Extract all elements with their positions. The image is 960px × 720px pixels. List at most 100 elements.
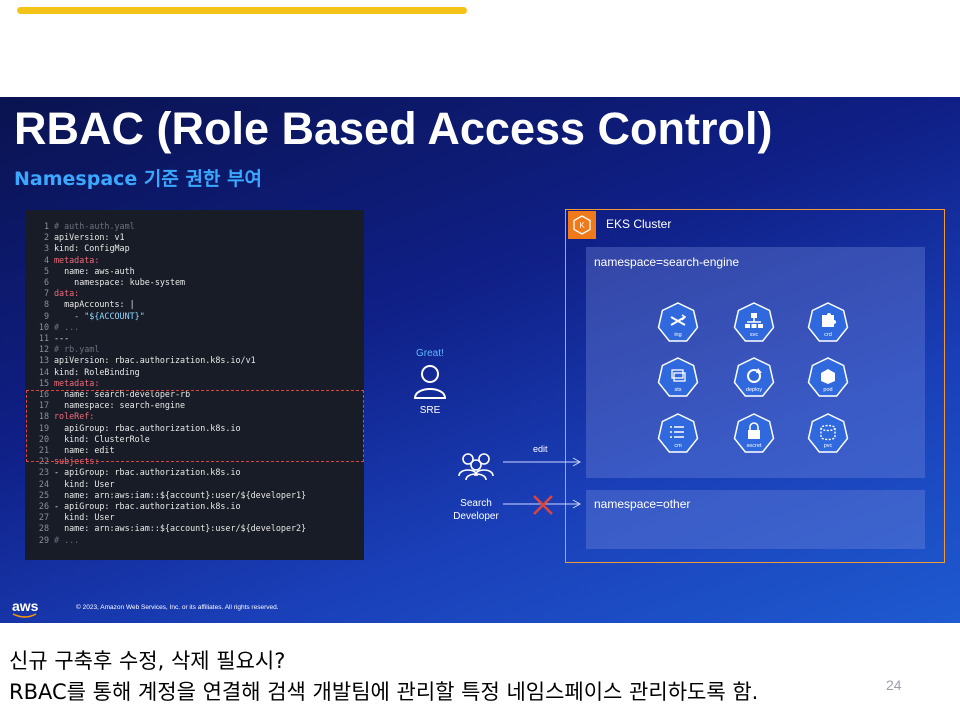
- k8s-resource-deploy: deploy: [733, 357, 775, 399]
- line-number: 6: [43, 277, 49, 287]
- rolebinding-highlight-box: [26, 390, 364, 462]
- cluster-label: EKS Cluster: [606, 217, 672, 231]
- k8s-resource-label: deploy: [745, 387, 763, 393]
- svg-text:K: K: [579, 221, 585, 230]
- namespace-other-box: [586, 490, 925, 549]
- page-number: 24: [886, 677, 902, 693]
- code-line: 21 name: edit: [25, 445, 115, 456]
- line-number: 4: [43, 254, 49, 265]
- code-text: kind: User: [54, 478, 115, 489]
- line-number: 21: [38, 445, 49, 455]
- code-text: name: arn:aws:iam::${account}:user/${dev…: [54, 489, 307, 500]
- line-number: 18: [38, 411, 49, 422]
- line-number: 3: [43, 243, 49, 254]
- search-developer-label-1: Search: [460, 498, 492, 509]
- line-number: 2: [43, 232, 49, 243]
- code-line: 29 # ...: [25, 535, 79, 546]
- k8s-resource-label: svc: [749, 332, 759, 338]
- code-text: apiGroup: rbac.authorization.k8s.io: [54, 422, 241, 433]
- sre-person-icon: [413, 365, 447, 399]
- code-text: - apiGroup: rbac.authorization.k8s.io: [54, 467, 241, 478]
- code-text: kind: ClusterRole: [54, 433, 150, 444]
- code-text: # ...: [54, 534, 80, 545]
- developers-group-icon: [458, 453, 494, 481]
- k8s-resource-label: sts: [674, 387, 682, 393]
- aws-logo: aws: [12, 598, 39, 614]
- code-line: 16 name: search-developer-rb: [25, 389, 190, 400]
- code-line: 27 kind: User: [25, 512, 115, 523]
- line-number: 8: [43, 299, 49, 310]
- code-line: 13 apiVersion: rbac.authorization.k8s.io/…: [25, 355, 256, 366]
- code-text: name: edit: [54, 445, 115, 455]
- code-line: 12# rb.yaml: [25, 344, 99, 355]
- refresh-icon: [733, 357, 775, 397]
- line-number: 1: [43, 221, 49, 231]
- line-number: 29: [38, 534, 49, 545]
- slide: RBAC (Role Based Access Control) Namespa…: [0, 97, 960, 623]
- line-number: 14: [38, 366, 49, 377]
- code-line: 6 namespace: kube-system: [25, 277, 185, 288]
- deny-x-icon: [533, 495, 553, 515]
- line-number: 13: [38, 355, 49, 366]
- line-number: 17: [38, 400, 49, 411]
- lock-icon: [733, 413, 775, 453]
- note-line-1: 신규 구축후 수정, 삭제 필요시?: [9, 649, 286, 673]
- line-number: 11: [38, 333, 49, 343]
- code-text: roleRef:: [54, 411, 95, 422]
- code-line: 8 mapAccounts: |: [25, 299, 135, 310]
- code-text: - "${ACCOUNT}": [54, 310, 145, 321]
- code-line: 18 roleRef:: [25, 411, 94, 422]
- line-number: 25: [38, 489, 49, 500]
- eks-cluster-icon: K: [568, 211, 596, 239]
- code-text: # ...: [54, 321, 80, 332]
- line-number: 7: [43, 288, 49, 299]
- edit-arrow: [503, 457, 582, 467]
- code-line: 23 - apiGroup: rbac.authorization.k8s.io: [25, 467, 241, 478]
- line-number: 23: [38, 467, 49, 478]
- code-line: 24 kind: User: [25, 479, 115, 490]
- slide-title: RBAC (Role Based Access Control): [14, 103, 773, 154]
- cube-icon: [807, 357, 849, 397]
- code-line: 19 apiGroup: rbac.authorization.k8s.io: [25, 423, 241, 434]
- k8s-resource-label: pvc: [823, 443, 833, 449]
- aws-smile-icon: [12, 613, 37, 618]
- code-text: - apiGroup: rbac.authorization.k8s.io: [54, 501, 241, 511]
- code-text: namespace: kube-system: [54, 277, 186, 287]
- code-line: 2 apiVersion: v1: [25, 232, 125, 243]
- namespace-other-label: namespace=other: [594, 497, 691, 511]
- k8s-resource-secret: secret: [733, 413, 775, 455]
- k8s-resource-label: pod: [823, 387, 833, 393]
- k8s-resource-label: cm: [674, 443, 682, 449]
- edit-label: edit: [533, 444, 548, 454]
- code-line: 10 # ...: [25, 322, 79, 333]
- code-text: # rb.yaml: [54, 344, 100, 355]
- line-number: 16: [38, 389, 49, 399]
- code-text: kind: User: [54, 512, 115, 523]
- code-text: apiVersion: v1: [54, 232, 125, 243]
- code-line: 17 namespace: search-engine: [25, 400, 185, 411]
- code-text: metadata:: [54, 254, 100, 265]
- shuffle-icon: [657, 302, 699, 342]
- code-text: namespace: search-engine: [54, 400, 186, 411]
- code-line: 28 name: arn:aws:iam::${account}:user/${…: [25, 523, 306, 534]
- k8s-resource-svc: svc: [733, 302, 775, 344]
- code-text: name: arn:aws:iam::${account}:user/${dev…: [54, 523, 307, 534]
- code-text: data:: [54, 288, 80, 299]
- k8s-resource-label: secret: [746, 443, 762, 449]
- line-number: 9: [43, 310, 49, 321]
- code-line: 25 name: arn:aws:iam::${account}:user/${…: [25, 490, 306, 501]
- code-text: apiVersion: rbac.authorization.k8s.io/v1: [54, 355, 256, 366]
- k8s-resource-ing: ing: [657, 302, 699, 344]
- line-number: 19: [38, 422, 49, 433]
- k8s-resource-label: ing: [674, 332, 682, 338]
- code-line: 5 name: aws-auth: [25, 266, 135, 277]
- network-icon: [733, 302, 775, 342]
- code-line: 7 data:: [25, 288, 79, 299]
- code-line: 4 metadata:: [25, 255, 99, 266]
- sre-label: SRE: [419, 405, 441, 416]
- k8s-resource-sts: sts: [657, 357, 699, 399]
- line-number: 10: [38, 321, 49, 332]
